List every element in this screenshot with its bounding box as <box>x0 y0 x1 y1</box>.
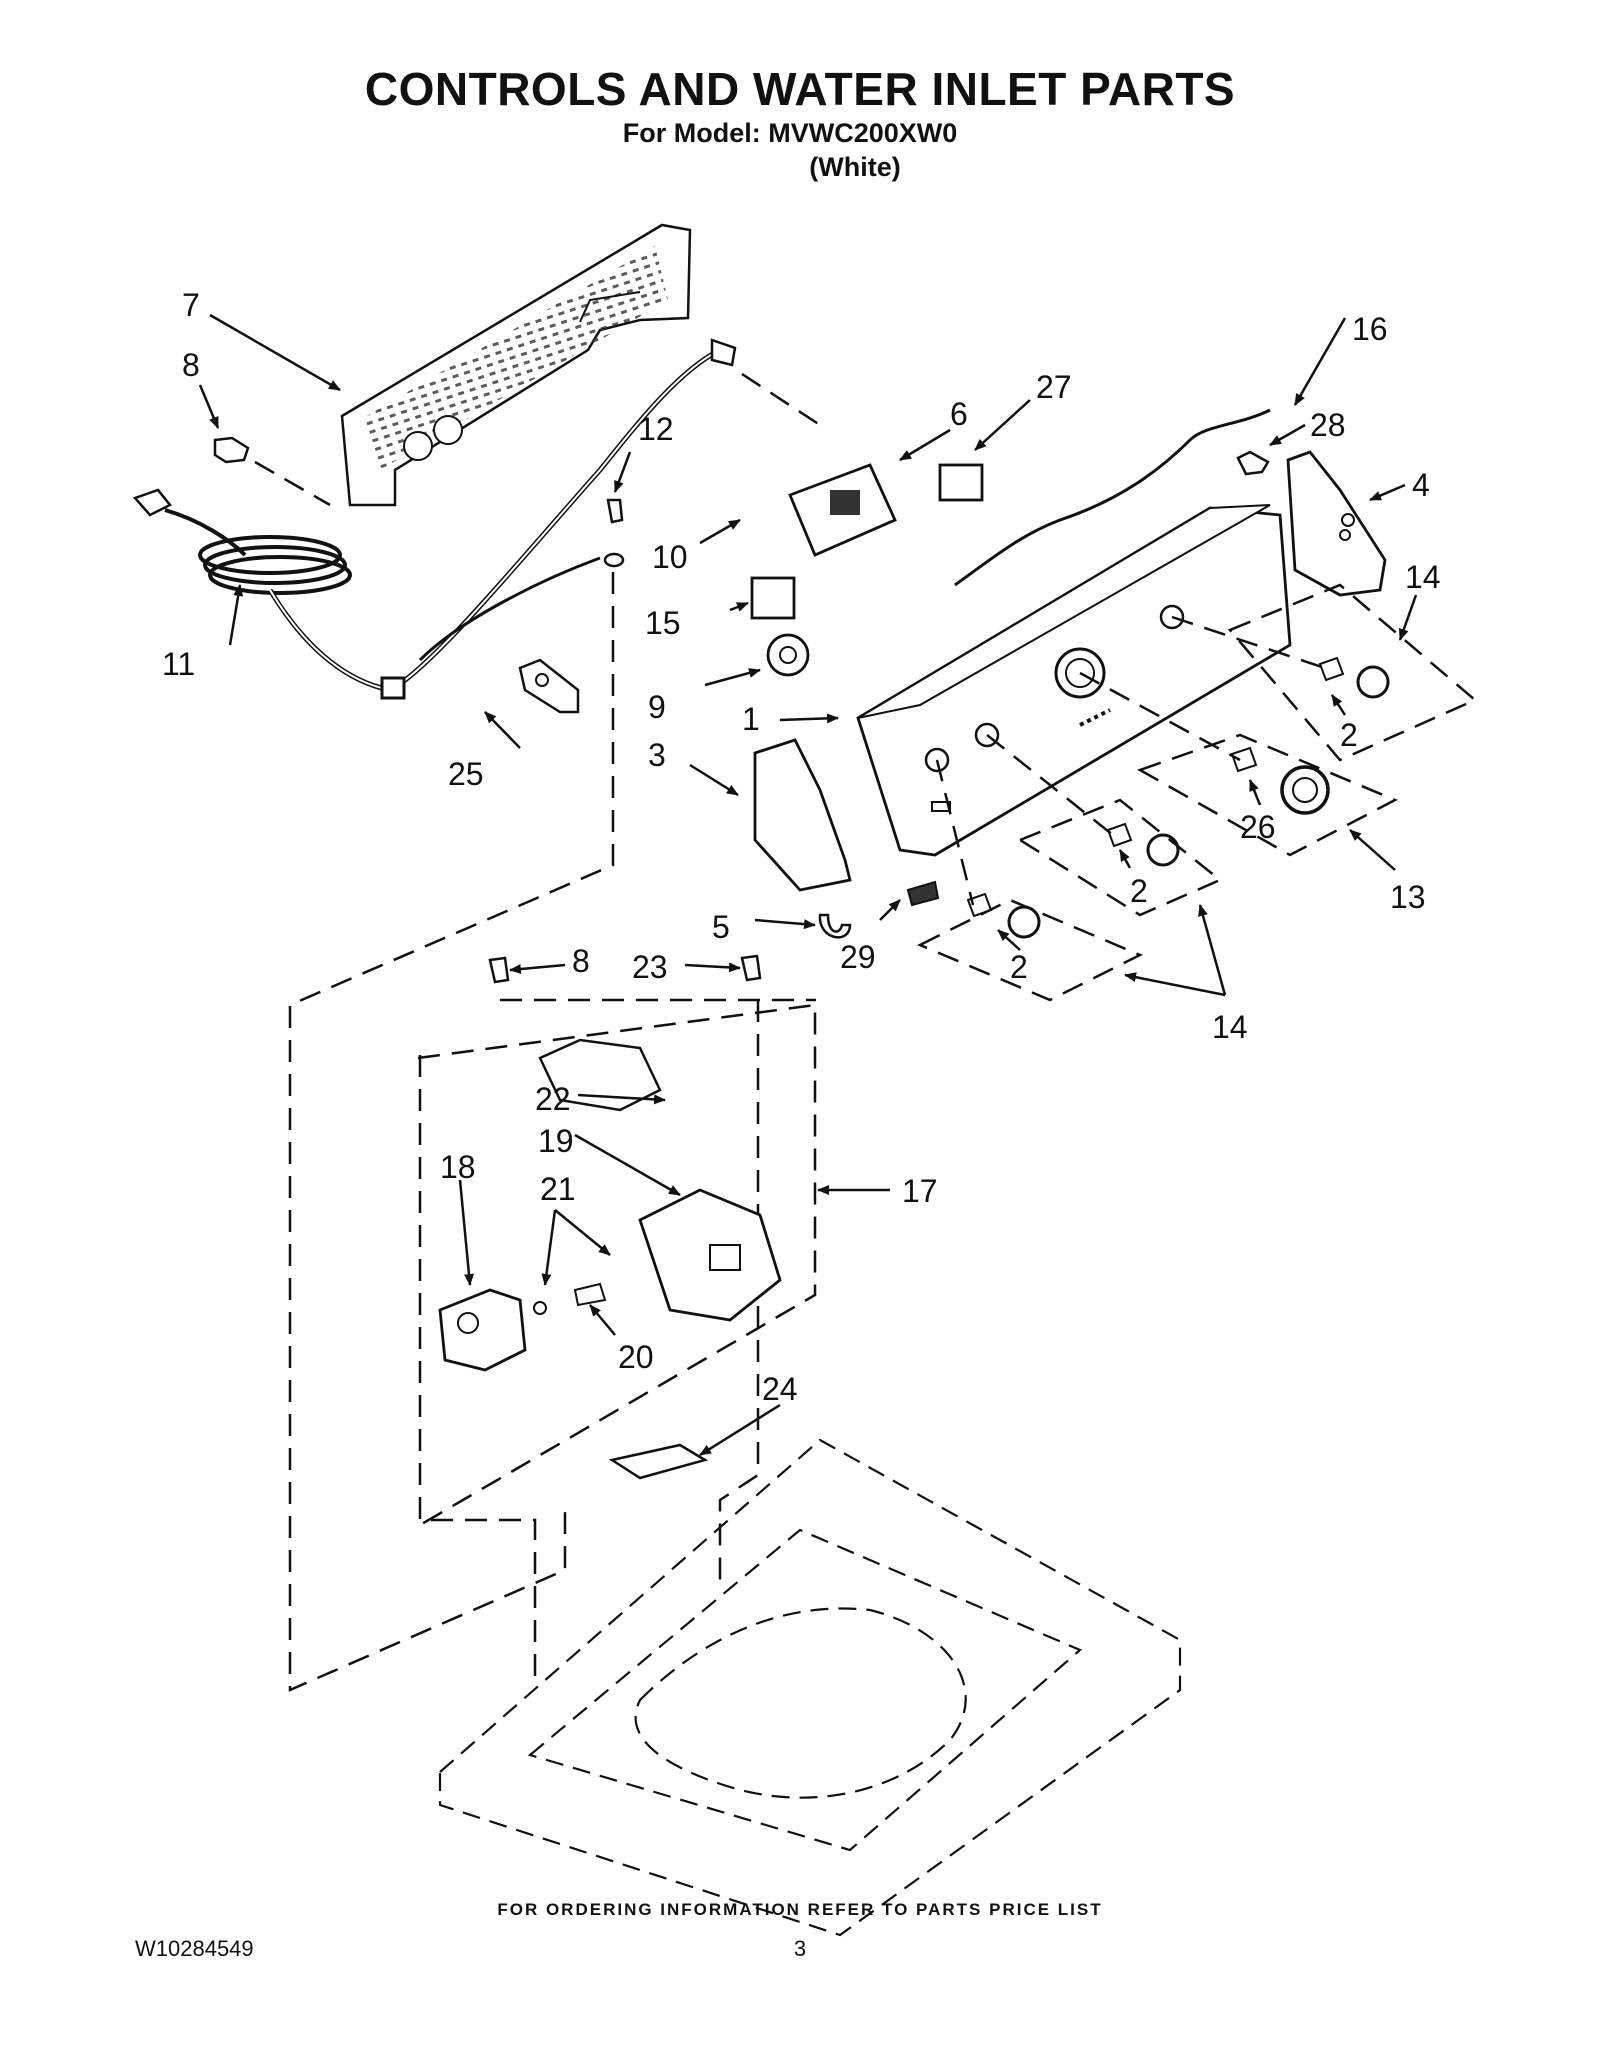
panel-screw-part <box>213 436 250 464</box>
clip-part <box>518 658 580 714</box>
pad-24-part <box>608 1443 709 1480</box>
model-subtitle: For Model: MVWC200XW0 <box>622 118 958 148</box>
callout-25: 25 <box>448 756 484 792</box>
control-console-part <box>856 504 1292 857</box>
callout-21: 21 <box>540 1171 576 1207</box>
left-end-cap-part <box>753 738 852 892</box>
callout-4: 4 <box>1412 467 1430 503</box>
ground-screw-part <box>603 498 625 568</box>
page-title: CONTROLS AND WATER INLET PARTS <box>364 63 1236 115</box>
knob-2-lower-part <box>966 892 1041 939</box>
callout-13: 13 <box>1390 879 1426 915</box>
timer-9-part <box>766 633 810 677</box>
control-board-part <box>788 463 897 557</box>
callout-27: 27 <box>1036 369 1072 405</box>
callout-24: 24 <box>762 1371 798 1407</box>
callout-2-upper: 2 <box>1340 717 1358 753</box>
callout-11: 11 <box>162 646 195 682</box>
knob-2-middle-part <box>1106 822 1180 867</box>
callout-20: 20 <box>618 1339 654 1375</box>
part-29 <box>906 880 940 907</box>
callout-26: 26 <box>1240 809 1276 845</box>
callout-16: 16 <box>1352 311 1388 347</box>
callout-19: 19 <box>538 1123 574 1159</box>
top-cover-reference <box>438 1438 1182 1937</box>
callout-1: 1 <box>742 701 760 737</box>
callout-labels: 7 8 12 11 25 6 27 16 28 4 14 10 15 9 1 3… <box>162 287 1441 1407</box>
callout-5: 5 <box>712 909 730 945</box>
screw-23-part <box>740 954 762 982</box>
callout-12: 12 <box>638 411 674 447</box>
console-clip-part <box>818 913 852 939</box>
callout-3: 3 <box>648 737 666 773</box>
knob-26-part <box>1230 746 1330 815</box>
ordering-note: FOR ORDERING INFORMATION REFER TO PARTS … <box>497 1900 1103 1919</box>
callout-8-lower: 8 <box>572 943 590 979</box>
callout-22: 22 <box>535 1081 571 1117</box>
callout-8: 8 <box>182 347 200 383</box>
screw-28-part <box>1236 450 1270 476</box>
callout-15: 15 <box>645 605 681 641</box>
callout-arrows <box>198 313 1418 1457</box>
color-subtitle: (White) <box>809 152 901 182</box>
knob-2-upper-part <box>1318 656 1390 699</box>
right-end-cap-part <box>1286 450 1387 597</box>
switch-27-part <box>938 463 984 502</box>
callout-14-upper: 14 <box>1405 559 1441 595</box>
page-number: 3 <box>793 1936 807 1961</box>
callout-2-middle: 2 <box>1130 873 1148 909</box>
screw-8-lower-part <box>488 956 510 984</box>
callout-6: 6 <box>950 396 968 432</box>
callout-14-lower: 14 <box>1212 1009 1248 1045</box>
document-number: W10284549 <box>135 1936 254 1961</box>
callout-18: 18 <box>440 1149 476 1185</box>
callout-9: 9 <box>648 689 666 725</box>
callout-7: 7 <box>182 287 200 323</box>
callout-10: 10 <box>652 539 688 575</box>
switch-15-part <box>750 576 796 620</box>
callout-29: 29 <box>840 939 876 975</box>
wire-harness-part <box>954 408 1271 587</box>
callout-17: 17 <box>902 1173 938 1209</box>
callout-23: 23 <box>632 949 668 985</box>
callout-2-lower: 2 <box>1010 949 1028 985</box>
assembly-guide-lines <box>254 372 1478 1692</box>
dispenser-assembly-part <box>438 1038 782 1372</box>
rear-panel-part <box>340 223 692 507</box>
callout-28: 28 <box>1310 407 1346 443</box>
power-cord-part <box>132 338 737 700</box>
